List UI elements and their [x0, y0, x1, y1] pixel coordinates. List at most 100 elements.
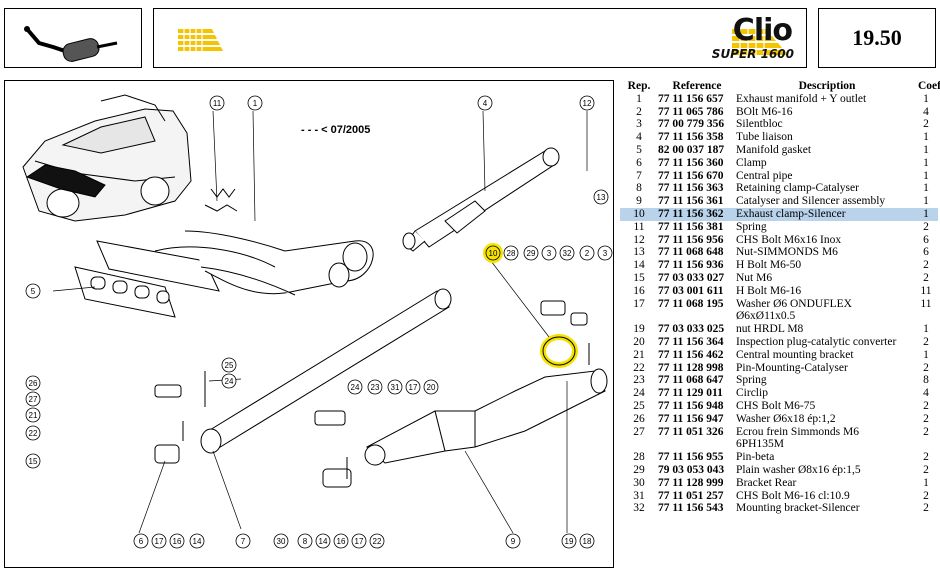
callout-8: 8	[297, 533, 313, 549]
svg-text:10: 10	[489, 249, 498, 258]
part-description: Washer Ø6 ONDUFLEX	[736, 297, 852, 310]
part-reference: 77 03 033 025	[658, 323, 725, 336]
part-rep: 3	[636, 118, 642, 131]
part-coef: 2	[923, 425, 929, 438]
part-coef: 6	[923, 246, 929, 259]
part-description: Pin-beta	[736, 451, 775, 464]
part-description: Catalyser and Silencer assembly	[736, 195, 886, 208]
svg-text:26: 26	[29, 379, 38, 388]
svg-text:5: 5	[31, 287, 36, 296]
callout-18: 18	[579, 533, 595, 549]
svg-text:11: 11	[213, 99, 222, 108]
part-row-continuation: 6PH135M	[736, 438, 784, 451]
part-coef: 2	[923, 220, 929, 233]
part-coef: 6	[923, 233, 929, 246]
part-rep: 21	[633, 348, 645, 361]
part-reference: 77 11 051 326	[658, 425, 724, 438]
exhaust-thumbnail	[4, 8, 142, 68]
svg-text:7: 7	[241, 537, 246, 546]
callout-15: 15	[25, 453, 41, 469]
part-reference: 77 11 068 648	[658, 246, 724, 259]
callout-14: 14	[189, 533, 205, 549]
svg-text:17: 17	[155, 537, 164, 546]
svg-text:18: 18	[583, 537, 592, 546]
part-description: Clamp	[736, 156, 767, 169]
part-reference: 77 11 156 360	[658, 156, 724, 169]
callout-4: 4	[477, 95, 493, 111]
callout-27: 27	[25, 391, 41, 407]
svg-text:27: 27	[29, 395, 38, 404]
part-coef: 11	[920, 297, 932, 310]
part-reference: 77 11 065 786	[658, 105, 724, 118]
part-rep: 31	[633, 489, 645, 502]
callout-22: 22	[369, 533, 385, 549]
section-code: 19.50	[818, 8, 936, 68]
part-reference: 77 11 156 361	[658, 195, 724, 208]
svg-text:17: 17	[409, 383, 418, 392]
part-rep: 25	[633, 399, 645, 412]
part-coef: 4	[923, 105, 929, 118]
svg-text:30: 30	[277, 537, 286, 546]
svg-text:14: 14	[193, 537, 202, 546]
part-row-continuation: Ø6xØ11x0.5	[736, 310, 796, 323]
callout-7: 7	[235, 533, 251, 549]
part-reference: 79 03 053 043	[658, 463, 725, 476]
part-coef: 1	[923, 143, 929, 156]
part-reference: 82 00 037 187	[658, 143, 725, 156]
part-description: Nut-SIMMONDS M6	[736, 246, 838, 259]
part-reference: 77 11 156 381	[658, 220, 724, 233]
part-reference: 77 11 068 647	[658, 374, 724, 387]
car-illustration	[22, 94, 192, 222]
col-coef: Coef	[918, 80, 940, 92]
part-reference: 77 11 156 364	[658, 335, 724, 348]
part-coef: 2	[923, 502, 929, 515]
parts-header: Rep. Reference Description Coef	[620, 80, 940, 93]
part-coef: 1	[923, 476, 929, 489]
callout-32: 32	[559, 245, 575, 261]
part-rep: 24	[633, 387, 645, 400]
callout-22: 22	[25, 425, 41, 441]
svg-text:17: 17	[355, 537, 364, 546]
part-coef: 1	[923, 348, 929, 361]
part-description: Plain washer Ø8x16 ép:1,5	[736, 463, 861, 476]
callout-21: 21	[25, 407, 41, 423]
part-description: Spring	[736, 220, 767, 233]
tube-liaison-drawing	[402, 147, 560, 252]
callout-17: 17	[151, 533, 167, 549]
part-reference: 77 00 779 356	[658, 118, 725, 131]
super-1600-logo: SUPER 1600	[711, 47, 794, 61]
svg-text:16: 16	[337, 537, 346, 546]
